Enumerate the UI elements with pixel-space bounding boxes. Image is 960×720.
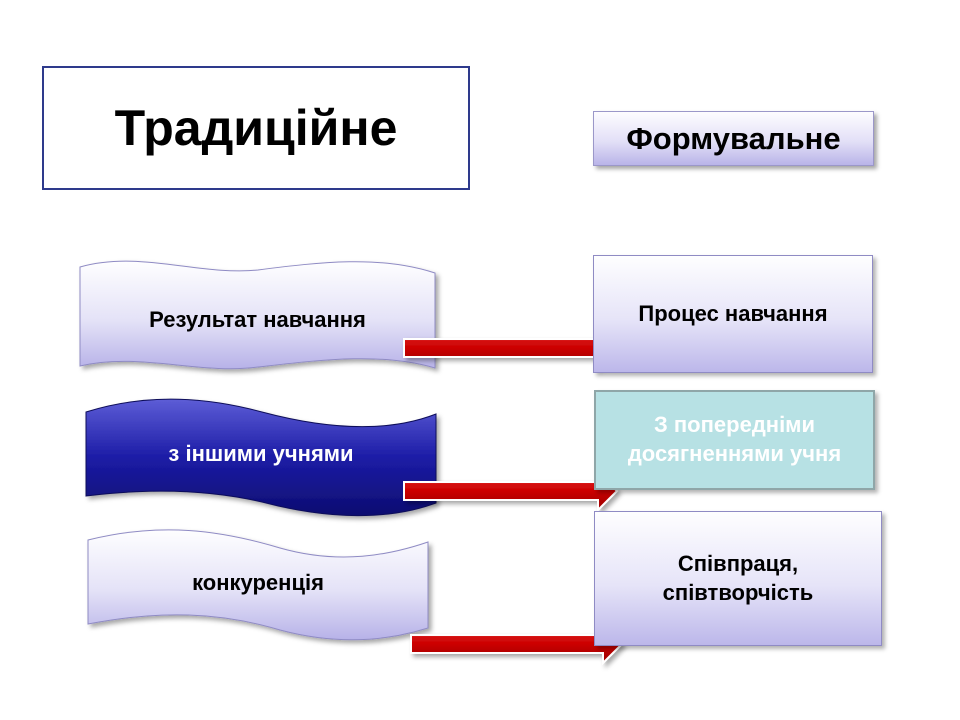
title-box: Традиційне <box>42 66 470 190</box>
box-learning-process-text: Процес навчання <box>638 300 828 326</box>
ribbon-label-result: Результат навчання <box>149 307 366 332</box>
arrow-row-3 <box>410 622 624 666</box>
ribbon-competition <box>87 529 429 641</box>
ribbon-label-others: з іншими учнями <box>168 441 354 466</box>
ribbon-others <box>85 398 437 517</box>
box-cooperation: Співпраця, співтворчість <box>594 511 882 646</box>
subtitle-text: Формувальне <box>626 120 841 156</box>
box-cooperation-text: Співпраця, співтворчість <box>662 550 814 605</box>
arrow-row-1 <box>403 326 619 370</box>
subtitle-box: Формувальне <box>593 111 874 166</box>
ribbon-label-competition: конкуренція <box>192 570 324 595</box>
box-previous-achievements: З попередніми досягненнями учня <box>594 390 875 490</box>
box-previous-achievements-text: З попередніми досягненнями учня <box>627 412 842 466</box>
title-text: Традиційне <box>114 100 398 156</box>
box-learning-process: Процес навчання <box>593 255 873 373</box>
ribbon-result <box>79 260 436 370</box>
